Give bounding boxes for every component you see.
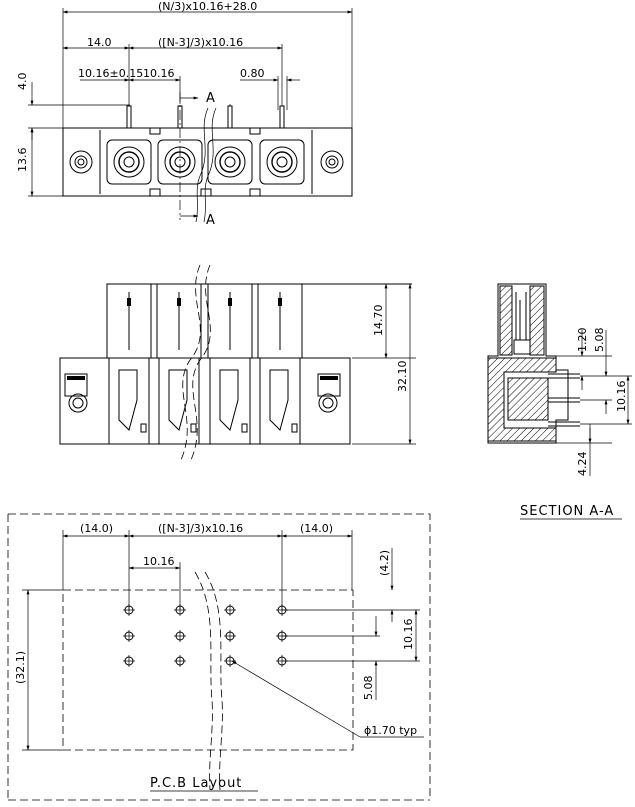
terminal-pin-1 xyxy=(126,105,132,129)
pcb-hole-4-1 xyxy=(276,604,288,616)
dim-first-pitch: 10.16±0.15 xyxy=(78,67,143,80)
pcb-hole-1-2 xyxy=(123,630,135,642)
pcb-dim-row-offset: 5.08 xyxy=(362,676,375,701)
pcb-dim-right: (14.0) xyxy=(300,522,333,535)
pcb-dim-offset: (4.2) xyxy=(378,550,391,576)
top-terminals xyxy=(106,105,305,185)
section-title: SECTION A-A xyxy=(520,504,614,519)
side-latch-left xyxy=(64,373,88,413)
terminal-pin-3 xyxy=(227,105,233,129)
pcb-dim-series: ([N-3]/3)x10.16 xyxy=(158,522,243,535)
side-latch-right xyxy=(317,373,341,413)
terminal-chamber-4 xyxy=(259,105,305,185)
pcb-title: P.C.B Layout xyxy=(150,776,242,791)
section-view: 1.20 5.08 10.16 4.24 SECTION A-A xyxy=(487,283,632,520)
terminal-pin-4 xyxy=(279,105,285,129)
terminal-chamber-3 xyxy=(207,105,253,185)
pcb-dim-pitch: 10.16 xyxy=(143,555,175,568)
pcb-hole-4-2 xyxy=(276,630,288,642)
front-columns xyxy=(106,283,303,445)
pcb-hole-3-1 xyxy=(224,604,236,616)
section-mark-top: A xyxy=(206,91,216,106)
front-column-2 xyxy=(156,283,202,445)
dim-upper: 14.70 xyxy=(372,305,385,337)
front-view: 14.70 32.10 xyxy=(59,264,416,463)
mount-screw-left xyxy=(69,150,93,174)
dim-pin-width: 0.80 xyxy=(240,67,265,80)
pcb-dim-left: (14.0) xyxy=(80,522,113,535)
front-column-3 xyxy=(207,283,253,445)
pcb-dim-height: (32.1) xyxy=(14,651,27,684)
dim-section-a: 1.20 xyxy=(576,328,589,353)
pcb-hole-1-3 xyxy=(123,655,135,667)
front-column-1 xyxy=(106,283,152,445)
pcb-hole-2-3 xyxy=(174,655,186,667)
pcb-dim-row-pitch: 10.16 xyxy=(402,619,415,651)
section-mark-bottom: A xyxy=(206,213,216,228)
pcb-hole-3-3 xyxy=(224,655,236,667)
dim-section-b: 5.08 xyxy=(593,328,606,353)
pcb-hole-2-2 xyxy=(174,630,186,642)
pcb-holes xyxy=(123,604,288,667)
dim-pitch-series: ([N-3]/3)x10.16 xyxy=(158,36,243,49)
pcb-hole-1-1 xyxy=(123,604,135,616)
dim-total: 32.10 xyxy=(396,361,409,393)
dim-section-c: 10.16 xyxy=(615,381,628,413)
dim-left: 14.0 xyxy=(87,36,112,49)
pcb-hole-3-2 xyxy=(224,630,236,642)
front-column-4 xyxy=(257,283,303,445)
dim-body-height: 13.6 xyxy=(16,148,29,173)
terminal-chamber-1 xyxy=(106,105,152,185)
dim-pin-height: 4.0 xyxy=(16,73,29,91)
dim-section-d: 4.24 xyxy=(576,452,589,477)
pcb-hole-4-3 xyxy=(276,655,288,667)
mount-screw-right xyxy=(320,150,344,174)
pcb-layout: (14.0) ([N-3]/3)x10.16 (14.0) 10.16 (32.… xyxy=(7,513,431,801)
pcb-hole-2-1 xyxy=(174,604,186,616)
hole-callout: ϕ1.70 typ xyxy=(364,724,417,737)
dim-overall: (N/3)x10.16+28.0 xyxy=(158,0,257,13)
dim-pitch: 10.16 xyxy=(143,67,175,80)
top-view: (N/3)x10.16+28.0 14.0 ([N-3]/3)x10.16 10… xyxy=(16,0,353,228)
